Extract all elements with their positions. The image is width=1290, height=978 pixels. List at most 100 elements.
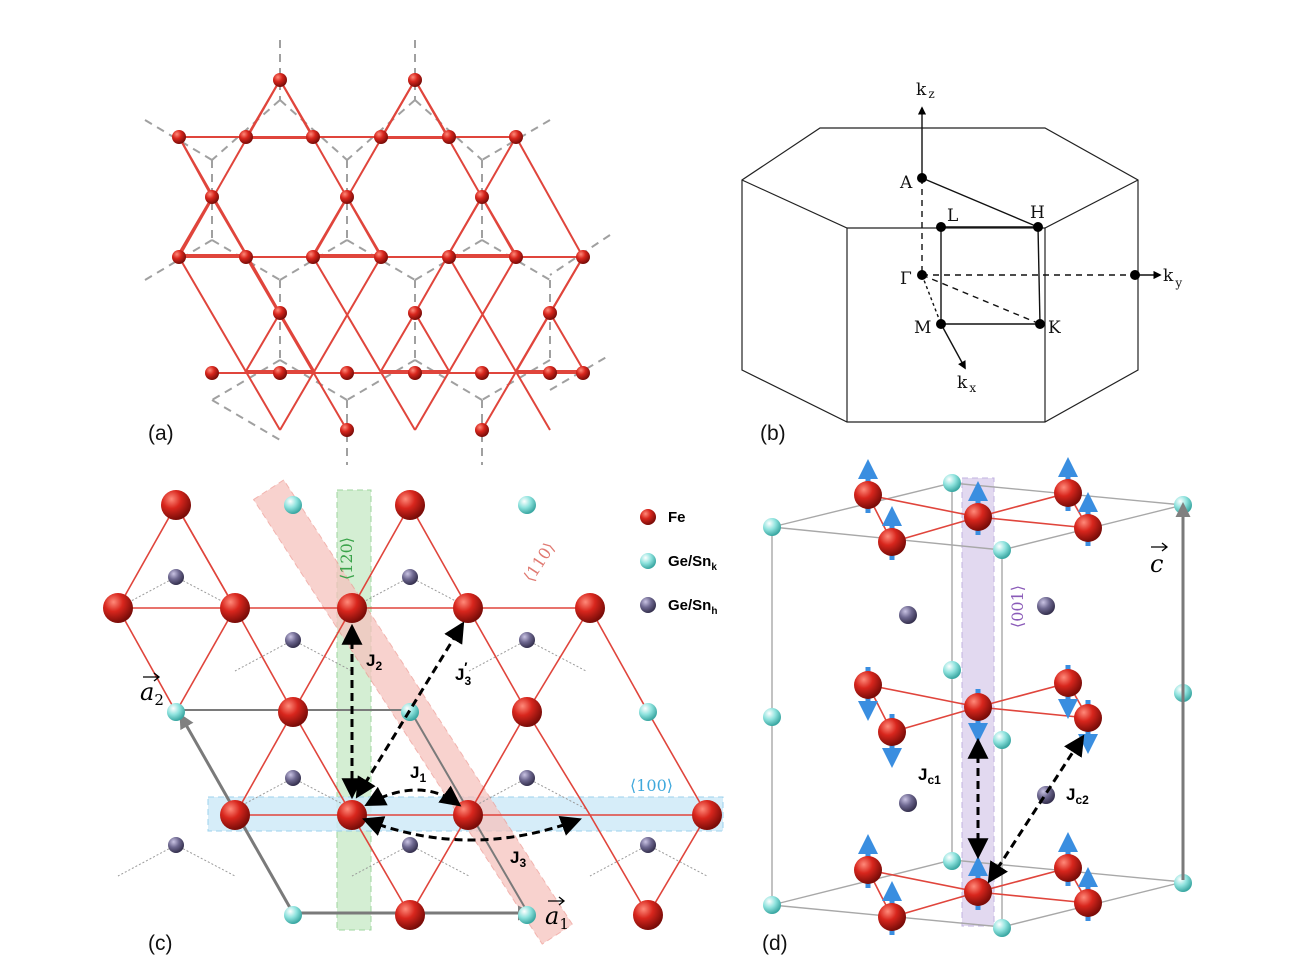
panel-d-unitcell: c Jc1 Jc2 ⟨001⟩ (d) bbox=[762, 457, 1192, 955]
kagome-bond bbox=[647, 814, 708, 916]
ge-sn-k-atom bbox=[518, 906, 536, 924]
kagome-fe-atom bbox=[273, 73, 287, 87]
honeycomb-dashed-bond bbox=[211, 399, 281, 441]
kagome-fe-atom bbox=[340, 423, 354, 437]
vector-a1-overarrow bbox=[548, 896, 566, 906]
kagome-fe-atom bbox=[576, 366, 590, 380]
dotted-bond bbox=[175, 844, 236, 877]
label-K: K bbox=[1048, 318, 1061, 338]
dotted-bond bbox=[351, 576, 411, 609]
kagome-diagonal bbox=[549, 256, 584, 314]
kagome-diagonal bbox=[279, 79, 382, 258]
ge-sn-k-atom bbox=[639, 703, 657, 721]
kagome-fe-atom bbox=[273, 306, 287, 320]
kagome-fe-atom bbox=[475, 190, 489, 204]
kagome-bond bbox=[234, 711, 294, 816]
dotted-bond bbox=[468, 639, 528, 672]
kagome-diagonal bbox=[279, 256, 382, 431]
kagome-bond bbox=[467, 607, 528, 713]
dotted-bond bbox=[175, 576, 236, 609]
label-H: H bbox=[1030, 203, 1045, 223]
fe-atom bbox=[161, 490, 191, 520]
point-K bbox=[1035, 319, 1045, 329]
label-a2: a2 bbox=[140, 678, 164, 709]
label-M: M bbox=[914, 318, 931, 338]
kagome-fe-atom bbox=[475, 366, 489, 380]
fe-atom bbox=[878, 903, 906, 931]
ge-sn-k-atom bbox=[1174, 874, 1192, 892]
point-M bbox=[936, 319, 946, 329]
label-L: L bbox=[947, 206, 958, 226]
fe-atom bbox=[878, 718, 906, 746]
dotted-bond bbox=[526, 639, 587, 672]
ge-h-dotted-bonds bbox=[117, 576, 708, 877]
fe-atom bbox=[964, 693, 992, 721]
dotted-bond bbox=[468, 777, 528, 810]
fe-atom bbox=[692, 800, 722, 830]
ge-sn-k-atom bbox=[284, 496, 302, 514]
coupling-arrows-c bbox=[341, 621, 582, 842]
label-Gamma: Γ bbox=[900, 269, 912, 289]
dotted-bond bbox=[589, 844, 649, 877]
kagome-fe-atom bbox=[509, 250, 523, 264]
legend-ge-h-label: Ge/Snh bbox=[668, 597, 717, 617]
kagome-diagonal bbox=[245, 256, 348, 431]
legend-fe-marker bbox=[640, 509, 656, 525]
point-Gamma bbox=[917, 270, 927, 280]
kagome-bond bbox=[526, 607, 591, 713]
label-Jc1: Jc1 bbox=[918, 765, 941, 787]
kagome-atoms bbox=[172, 73, 590, 437]
dotted-bond bbox=[117, 576, 177, 609]
dotted-bond bbox=[351, 844, 411, 877]
fe-atom bbox=[278, 697, 308, 727]
legend-ge-h-marker bbox=[640, 597, 656, 613]
kagome-fe-atom bbox=[576, 250, 590, 264]
coupling-J3-arrow bbox=[362, 815, 582, 842]
fe-atom bbox=[337, 593, 367, 623]
coupling-arrows-d bbox=[967, 734, 1085, 884]
label-J3: J3 bbox=[510, 848, 526, 870]
coupling-J1-arrow bbox=[364, 785, 462, 807]
kagome-bond bbox=[234, 607, 294, 713]
fe-atom bbox=[453, 593, 483, 623]
kagome-diagonal bbox=[414, 79, 517, 258]
kagome-bond bbox=[117, 504, 177, 609]
fe-atom bbox=[854, 856, 882, 884]
kagome-fe-atom bbox=[408, 306, 422, 320]
kagome-fe-atom bbox=[239, 250, 253, 264]
dotted-bond bbox=[409, 844, 470, 877]
panel-a-kagome: (a) bbox=[144, 40, 611, 465]
ge-sn-h-atom bbox=[519, 770, 535, 786]
coupling-J3prime-arrow bbox=[355, 621, 465, 799]
kagome-fe-atom bbox=[509, 130, 523, 144]
honeycomb-dashed-bond bbox=[279, 99, 348, 161]
fe-atom bbox=[1054, 479, 1082, 507]
ge-sn-k-atom bbox=[763, 896, 781, 914]
d-kagome-bond bbox=[977, 492, 1069, 518]
point-L bbox=[936, 222, 946, 232]
label-A: A bbox=[899, 173, 913, 193]
fe-atom bbox=[633, 900, 663, 930]
honeycomb-dashed-bond bbox=[279, 359, 348, 401]
kagome-fe-atom bbox=[543, 366, 557, 380]
d-kagome-bond bbox=[977, 891, 1089, 904]
ge-sn-k-atom bbox=[943, 474, 961, 492]
panel-label-b: (b) bbox=[760, 422, 786, 445]
fe-atom bbox=[1074, 704, 1102, 732]
ge-sn-h-atom bbox=[899, 606, 917, 624]
panel-label-a: (a) bbox=[148, 422, 174, 445]
honeycomb-dashed-bond bbox=[481, 359, 551, 401]
legend: Fe Ge/Snk Ge/Snh bbox=[640, 509, 717, 617]
d-kagome-bond bbox=[867, 684, 979, 708]
label-c: c bbox=[1150, 550, 1163, 578]
fe-atom bbox=[575, 593, 605, 623]
bz-symmetry-paths bbox=[917, 106, 1162, 370]
ge-sn-h-atom bbox=[640, 837, 656, 853]
fe-atom bbox=[337, 800, 367, 830]
kagome-bond bbox=[526, 711, 591, 816]
fe-atom bbox=[1054, 854, 1082, 882]
kagome-diagonal bbox=[448, 256, 551, 431]
label-J2: J2 bbox=[366, 651, 382, 673]
